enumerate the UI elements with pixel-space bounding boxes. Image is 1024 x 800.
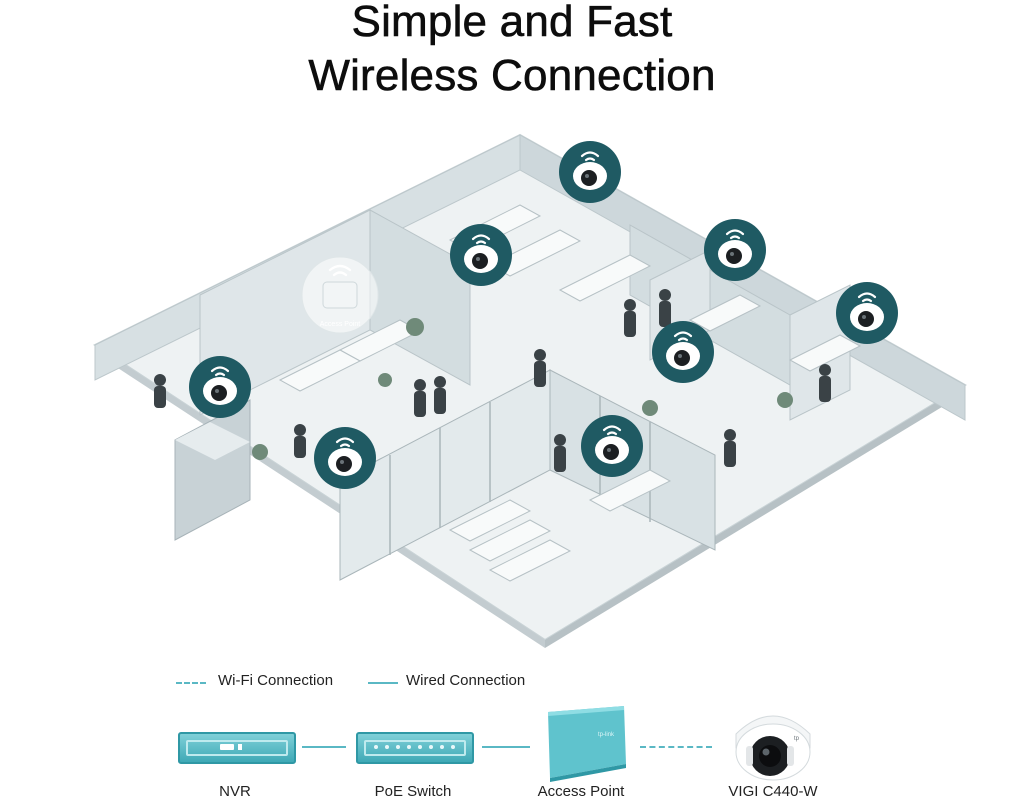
switch-ap-link [482,746,530,748]
access-point-badge-label: Access Point [320,321,361,328]
wifi-legend-label: Wi-Fi Connection [218,672,334,689]
switch-port [407,745,411,749]
office-floorplan-illustration: Access Point [92,133,967,648]
camera-badges [189,141,898,489]
camera-label: VIGI C440-W [728,783,818,800]
title-line-2: Wireless Connection [308,51,716,101]
floor-edge [95,345,545,648]
title-line-1: Simple and Fast [351,0,673,46]
nvr-indicator-small [238,744,242,750]
elevator-top [175,422,250,460]
switch-ports [374,745,456,749]
nvr-device [178,732,296,764]
camera-badge [581,415,643,477]
switch-port [385,745,389,749]
ap-camera-wifi-link [640,746,712,748]
switch-port [396,745,400,749]
switch-port [451,745,455,749]
camera-badge [189,356,251,418]
camera-device: tp [735,715,811,781]
elevator [174,399,251,541]
poe-switch-device [356,732,474,764]
switch-port [374,745,378,749]
camera-badge [559,141,621,203]
switch-port [440,745,444,749]
switch-port [418,745,422,749]
camera-badge [652,321,714,383]
access-point-badge: Access Point [301,256,379,334]
camera-badge [314,427,376,489]
nvr-switch-link [302,746,346,748]
floor-edge-right [545,385,965,648]
camera-badge [836,282,898,344]
access-point-label: Access Point [537,783,625,800]
wired-legend-label: Wired Connection [406,672,526,689]
nvr-indicator [220,744,234,750]
camera-badge [704,219,766,281]
poe-switch-label: PoE Switch [374,783,452,800]
camera-badge [450,224,512,286]
svg-text:tp-link: tp-link [598,732,615,738]
nvr-label: NVR [219,783,251,800]
svg-text:tp: tp [794,736,800,742]
switch-port [429,745,433,749]
access-point-device: tp-link [548,706,626,782]
wired-legend-line [368,682,398,684]
wifi-legend-line [176,682,206,684]
